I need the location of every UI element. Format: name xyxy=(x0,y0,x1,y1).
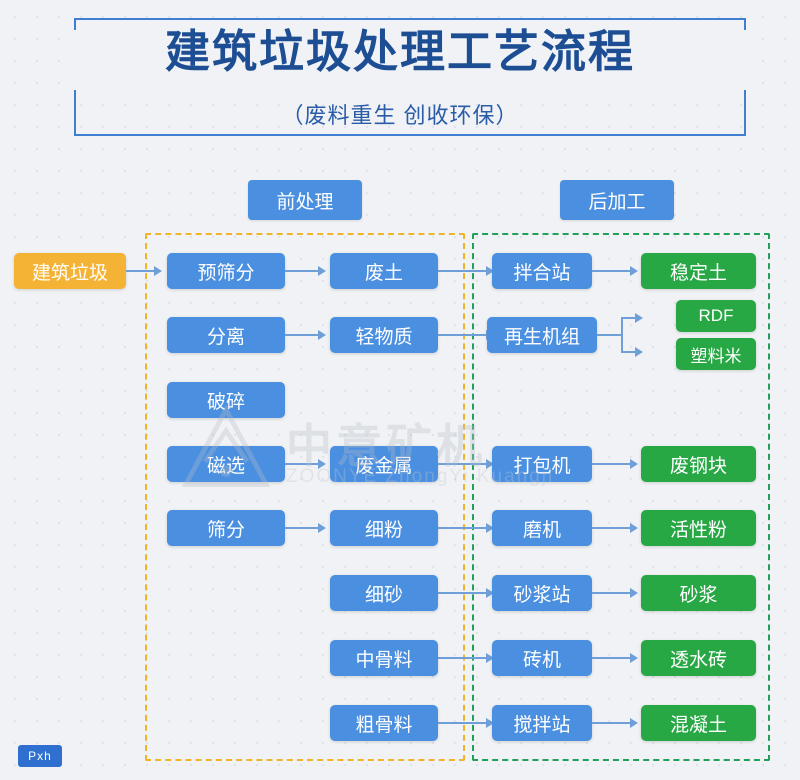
arrowhead xyxy=(630,653,638,663)
arrowhead xyxy=(630,523,638,533)
connector-screening-to-fine-powder xyxy=(285,527,318,529)
connector-light-material-to-recycling-unit xyxy=(438,334,486,336)
arrowhead xyxy=(486,588,494,598)
node-magnetic-separation: 磁选 xyxy=(167,446,285,482)
connector-fine-sand-to-mortar-station xyxy=(438,592,486,594)
group-label-pre-processing: 前处理 xyxy=(248,180,362,220)
arrowhead xyxy=(486,266,494,276)
node-rdf: RDF xyxy=(676,300,756,332)
header-frame-mask-mid xyxy=(150,22,650,84)
node-scrap-steel-block: 废钢块 xyxy=(641,446,756,482)
connector-brick-machine-to-permeable-brick xyxy=(592,657,630,659)
node-medium-aggregate: 中骨料 xyxy=(330,640,438,676)
node-waste-soil: 废土 xyxy=(330,253,438,289)
arrowhead xyxy=(630,266,638,276)
connector-waste-soil-to-mixing-station xyxy=(438,270,486,272)
arrowhead xyxy=(318,459,326,469)
arrowhead xyxy=(635,347,643,357)
connector-separation-to-light-material xyxy=(285,334,318,336)
node-separation: 分离 xyxy=(167,317,285,353)
arrowhead xyxy=(630,588,638,598)
node-mixing-plant: 搅拌站 xyxy=(492,705,592,741)
node-mortar: 砂浆 xyxy=(641,575,756,611)
arrowhead xyxy=(486,718,494,728)
node-mixing-station: 拌合站 xyxy=(492,253,592,289)
group-box-pre-processing xyxy=(145,233,465,761)
node-mortar-station: 砂浆站 xyxy=(492,575,592,611)
node-recycling-unit: 再生机组 xyxy=(487,317,597,353)
node-crushing: 破碎 xyxy=(167,382,285,418)
connector-baler-to-scrap-steel-block xyxy=(592,463,630,465)
arrowhead xyxy=(318,266,326,276)
arrowhead xyxy=(630,459,638,469)
connector-recycling-unit-to-rdf xyxy=(621,317,635,319)
corner-logo: Pxh xyxy=(18,745,62,767)
connector-scrap-metal-to-baler xyxy=(438,463,486,465)
node-active-powder: 活性粉 xyxy=(641,510,756,546)
node-plastic-pellets: 塑料米 xyxy=(676,338,756,370)
arrowhead xyxy=(318,330,326,340)
connector-recycling-unit-branch-vertical xyxy=(621,317,623,353)
node-pre-sieving: 预筛分 xyxy=(167,253,285,289)
node-brick-machine: 砖机 xyxy=(492,640,592,676)
connector-medium-aggregate-to-brick-machine xyxy=(438,657,486,659)
node-baler: 打包机 xyxy=(492,446,592,482)
connector-mixing-station-to-stabilized-soil xyxy=(592,270,630,272)
connector-mill-to-active-powder xyxy=(592,527,630,529)
group-box-post-processing xyxy=(472,233,770,761)
connector-coarse-aggregate-to-mixing-plant xyxy=(438,722,486,724)
node-mill: 磨机 xyxy=(492,510,592,546)
node-source-construction-waste: 建筑垃圾 xyxy=(14,253,126,289)
arrowhead xyxy=(630,718,638,728)
node-fine-powder: 细粉 xyxy=(330,510,438,546)
arrowhead xyxy=(486,653,494,663)
connector-source-to-presieve xyxy=(126,270,154,272)
node-light-material: 轻物质 xyxy=(330,317,438,353)
group-label-post-processing: 后加工 xyxy=(560,180,674,220)
node-scrap-metal: 废金属 xyxy=(330,446,438,482)
node-screening: 筛分 xyxy=(167,510,285,546)
connector-magnetic-to-scrap-metal xyxy=(285,463,318,465)
node-stabilized-soil: 稳定土 xyxy=(641,253,756,289)
page-subtitle: （废料重生 创收环保） xyxy=(281,103,519,128)
connector-fine-powder-to-mill xyxy=(438,527,486,529)
connector-recycling-unit-trunk xyxy=(597,334,621,336)
arrowhead xyxy=(486,459,494,469)
connector-mortar-station-to-mortar xyxy=(592,592,630,594)
node-fine-sand: 细砂 xyxy=(330,575,438,611)
arrowhead xyxy=(318,523,326,533)
arrowhead xyxy=(486,523,494,533)
node-coarse-aggregate: 粗骨料 xyxy=(330,705,438,741)
connector-mixing-plant-to-concrete xyxy=(592,722,630,724)
node-permeable-brick: 透水砖 xyxy=(641,640,756,676)
page-title: 建筑垃圾处理工艺流程 xyxy=(164,26,635,77)
node-concrete: 混凝土 xyxy=(641,705,756,741)
connector-presieve-to-waste-soil xyxy=(285,270,318,272)
arrowhead xyxy=(635,313,643,323)
connector-recycling-unit-to-plastic-pellets xyxy=(621,351,635,353)
arrowhead xyxy=(154,266,162,276)
